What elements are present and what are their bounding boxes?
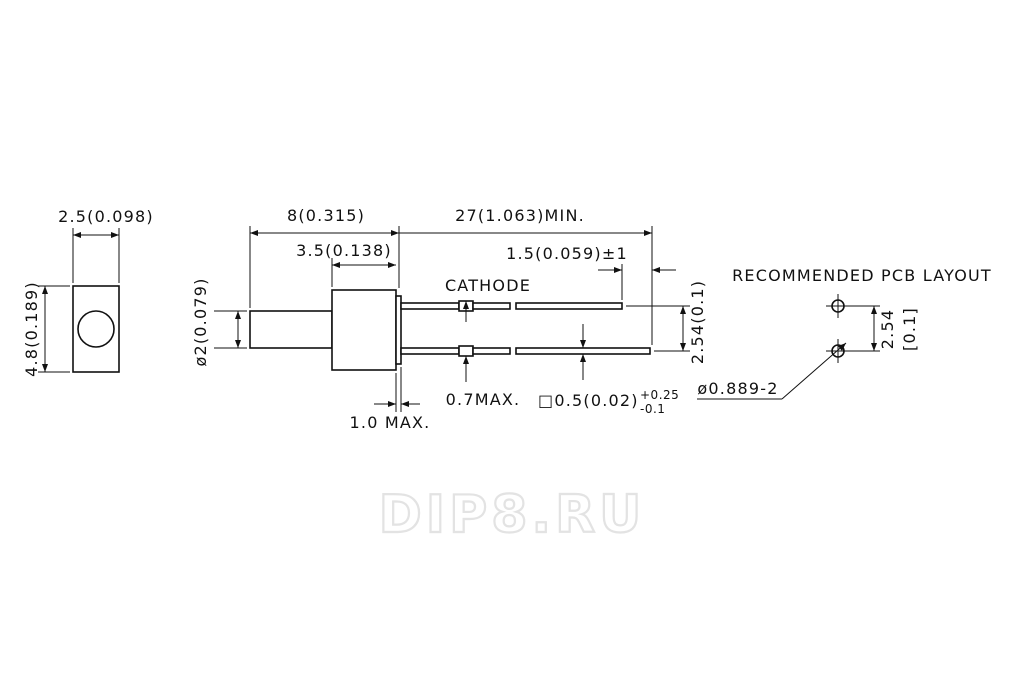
top-width-label: 2.5(0.098) <box>58 207 154 226</box>
watermark: DIP8.RU <box>379 485 646 545</box>
lead-tolerance-minus: -0.1 <box>640 402 665 416</box>
side-view: CATHODE ø2(0.079) 8(0.315) 3.5(0.138) 27… <box>191 206 707 432</box>
lead-tolerance-plus: +0.25 <box>640 388 679 402</box>
lens-diameter-label: ø2(0.079) <box>191 277 210 366</box>
pcb-layout-title: RECOMMENDED PCB LAYOUT <box>732 266 992 285</box>
top-view-lens <box>77 310 115 348</box>
cathode-label: CATHODE <box>445 276 531 295</box>
side-view-flange <box>395 295 402 365</box>
body-length-label: 3.5(0.138) <box>296 241 392 260</box>
upper-lead <box>400 300 623 312</box>
svg-text:□0.5(0.02): □0.5(0.02) <box>538 391 639 410</box>
lead-square-value: 0.5(0.02) <box>554 391 638 410</box>
flange-label: 1.0 MAX. <box>350 413 431 432</box>
hole-diameter-label: ø0.889-2 <box>697 379 778 398</box>
pcb-pitch-label: 2.54 <box>878 309 897 349</box>
pcb-pitch-inch-label: [0.1] <box>900 307 919 351</box>
lead-length-label: 27(1.063)MIN. <box>455 206 585 225</box>
lead-pitch-label: 2.54(0.1) <box>688 280 707 364</box>
lead-bulge-label: 0.7MAX. <box>446 390 521 409</box>
pcb-layout: RECOMMENDED PCB LAYOUT 2.54 [0.1] ø0.889… <box>697 266 992 400</box>
lead-offset-label: 1.5(0.059)±1 <box>506 244 628 263</box>
side-view-body <box>331 289 397 371</box>
overall-length-label: 8(0.315) <box>287 206 365 225</box>
square-symbol: □ <box>538 391 554 410</box>
lead-square-label: □0.5(0.02) +0.25 -0.1 <box>538 388 679 416</box>
side-height-label: 4.8(0.189) <box>22 281 41 377</box>
top-view: 2.5(0.098) 4.8(0.189) <box>22 207 154 377</box>
side-view-lens <box>249 310 333 349</box>
lower-lead <box>400 345 651 357</box>
